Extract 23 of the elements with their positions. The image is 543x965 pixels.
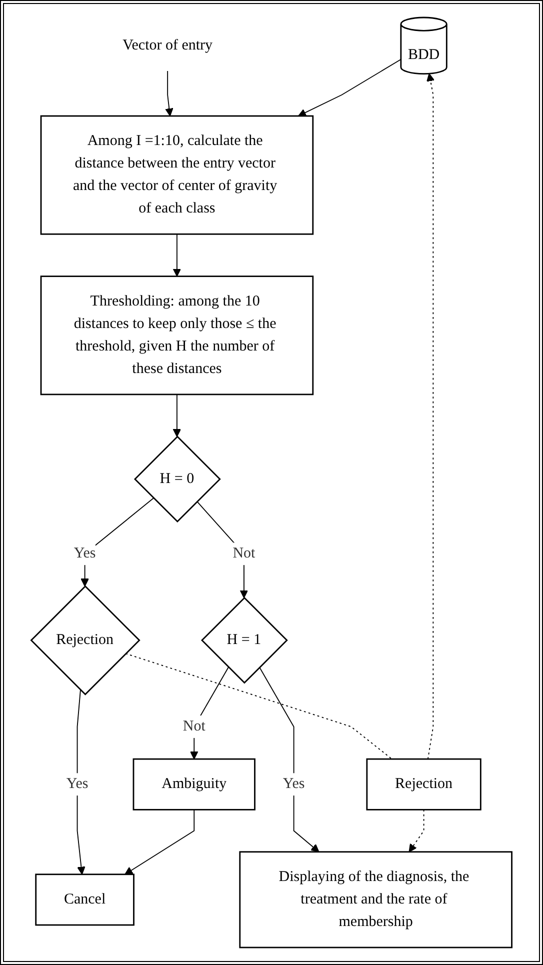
- arrow: [76, 690, 86, 875]
- arrow: [172, 234, 182, 277]
- arrow: [259, 666, 320, 852]
- decision-diamond: H = 0: [134, 436, 221, 523]
- arrow: [426, 73, 435, 760]
- arrow: [124, 809, 195, 875]
- database-cylinder: BDD: [400, 16, 448, 74]
- process-box: Thresholding: among the 10 distances to keep only those ≤ the threshold, given H the number of these distances: [40, 276, 314, 396]
- process-box: Cancel: [35, 874, 134, 926]
- decision-diamond: Rejection: [30, 585, 140, 696]
- arrow: [80, 498, 154, 587]
- decision-diamond: H = 1: [200, 596, 288, 684]
- arrow: [196, 501, 248, 598]
- arrow: [165, 70, 174, 116]
- process-box: Displaying of the diagnosis, the treatment and the rate of membership: [239, 851, 512, 948]
- process-box: Rejection: [366, 758, 482, 810]
- arrow: [172, 394, 182, 437]
- text-label: Vector of entry: [122, 37, 213, 54]
- process-box: Among I =1:10, calculate the distance between the entry vector and the vector of center of gravity of each class: [40, 115, 314, 235]
- process-box: Ambiguity: [132, 758, 256, 810]
- arrow: [408, 809, 424, 852]
- arrow: [190, 666, 229, 760]
- arrow: [298, 58, 402, 116]
